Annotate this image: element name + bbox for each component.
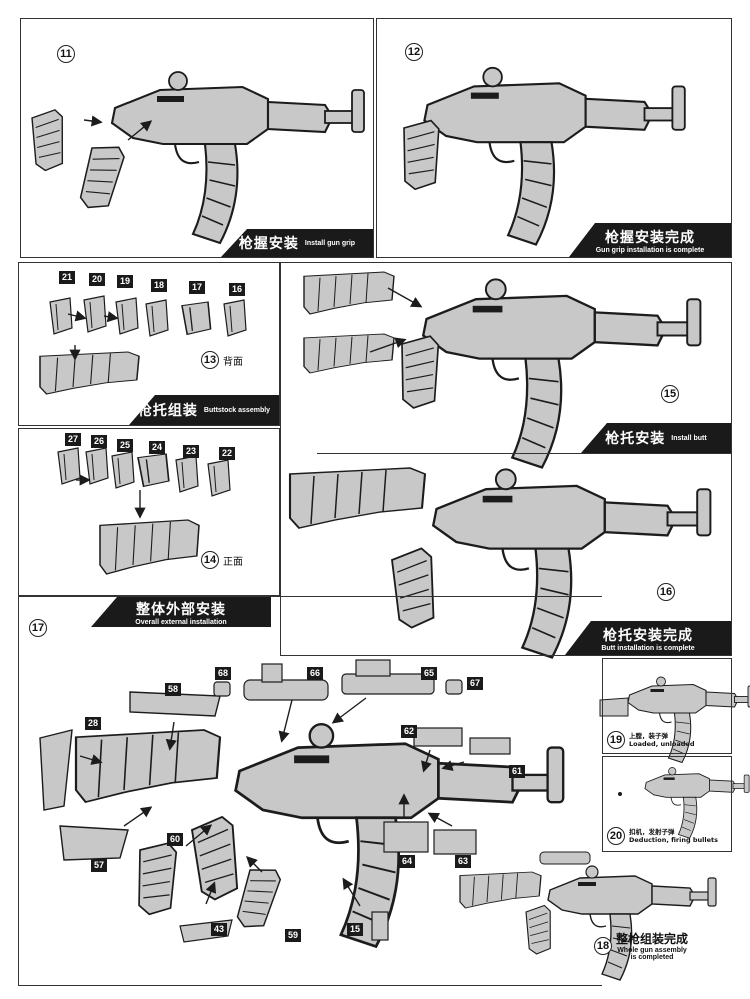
step-11-title-en: Install gun grip: [304, 239, 356, 247]
step-19-caption: 上膛，装子弹 Loaded, unloaded: [629, 732, 695, 749]
step-14-side: 正面: [223, 556, 243, 568]
step-11-title-zh: 枪握安装: [238, 236, 299, 252]
step-19-gun-art: [599, 676, 750, 764]
panel-step-14: 27 26 25 24 23 22 14 正面: [18, 428, 280, 596]
panel-step-15-16: 15 枪托安装 Install butt 16 枪托安装完成 Butt inst…: [280, 262, 732, 656]
part-label-57: 57: [91, 859, 108, 872]
step-number-20: 20: [607, 827, 625, 845]
step-number-13: 13: [201, 351, 219, 369]
step-12-banner: 枪握安装完成 Gun grip installation is complete: [569, 223, 731, 257]
step-12-title-en: Gun grip installation is complete: [595, 246, 705, 254]
part-label-17: 17: [189, 281, 206, 294]
panel-step-19: 19 上膛，装子弹 Loaded, unloaded: [602, 658, 732, 754]
step-19-title-en: Loaded, unloaded: [629, 739, 695, 748]
panel-step-20: 20 扣机，发射子弹 Deduction, firing bullets: [602, 756, 732, 852]
assembly-arrows: [67, 115, 465, 907]
part-label-63: 63: [455, 855, 472, 868]
step-18-caption: 18 整枪组装完成 Whole gun assembly is complete…: [594, 930, 688, 961]
part-label-25: 25: [117, 439, 134, 452]
step-14-label: 14 正面: [201, 551, 243, 569]
part-label-24: 24: [149, 441, 166, 454]
panel-step-17: 整体外部安装 Overall external installation 17 …: [18, 596, 602, 986]
part-label-66: 66: [307, 667, 324, 680]
part-label-67: 67: [467, 677, 484, 690]
step-11-banner: 枪握安装 Install gun grip: [221, 229, 373, 257]
step-number-18: 18: [594, 936, 612, 955]
part-label-43: 43: [211, 923, 228, 936]
step-18-title-en-1: Whole gun assembly: [617, 947, 687, 954]
part-label-62: 62: [401, 725, 418, 738]
step-13-title-en: Buttstock assembly: [203, 406, 271, 414]
part-label-60: 60: [167, 833, 184, 846]
part-label-21: 21: [59, 271, 76, 284]
panel-step-11: 11 枪握安装 Install gun grip: [20, 18, 374, 258]
step-18-text: 整枪组装完成 Whole gun assembly is completed: [616, 930, 688, 961]
part-label-68: 68: [215, 667, 232, 680]
step-13-title-zh: 枪托组装: [137, 403, 198, 419]
step-number-11: 11: [57, 45, 75, 63]
step-number-19: 19: [607, 731, 625, 749]
step-19-title-zh: 上膛，装子弹: [629, 732, 668, 740]
step-15-16-divider: [317, 453, 731, 454]
step-15-title-en: Install butt: [671, 434, 707, 442]
part-label-28: 28: [85, 717, 102, 730]
part-label-61: 61: [509, 765, 526, 778]
part-label-59: 59: [285, 929, 302, 942]
step-20-title-zh: 扣机，发射子弹: [629, 828, 675, 836]
step-18-gun-art: [459, 851, 717, 981]
step-17-title-zh: 整体外部安装: [136, 601, 226, 618]
part-label-20: 20: [89, 273, 106, 286]
step-18-title-zh: 整枪组装完成: [616, 932, 689, 946]
step-12-title-zh: 枪握安装完成: [605, 229, 695, 246]
step-20-title-en: Deduction, firing bullets: [629, 835, 719, 844]
step-number-15: 15: [661, 385, 679, 403]
step-16-title-zh: 枪托安装完成: [603, 627, 693, 644]
step-15-banner: 枪托安装 Install butt: [581, 423, 731, 453]
part-label-27: 27: [65, 433, 82, 446]
step-20-gun-art: [618, 767, 750, 839]
part-label-23: 23: [183, 445, 200, 458]
step-16-banner: 枪托安装完成 Butt installation is complete: [565, 621, 731, 655]
part-label-19: 19: [117, 275, 134, 288]
part-label-58: 58: [165, 683, 182, 696]
panel-step-13: 21 20 19 18 17 16 13 背面 枪托组装 Buttstock a…: [18, 262, 280, 426]
part-label-16: 16: [229, 283, 246, 296]
step-13-banner: 枪托组装 Buttstock assembly: [129, 395, 279, 425]
part-label-18: 18: [151, 279, 168, 292]
part-label-65: 65: [421, 667, 438, 680]
step-17-title-en: Overall external installation: [135, 618, 227, 626]
part-label-64: 64: [399, 855, 416, 868]
step-20-caption: 扣机，发射子弹 Deduction, firing bullets: [629, 828, 719, 845]
panel-step-12: 12 枪握安装完成 Gun grip installation is compl…: [376, 18, 732, 258]
step-17-gun-art: [39, 659, 565, 948]
step-number-12: 12: [405, 43, 423, 61]
step-13-side: 背面: [223, 356, 243, 368]
step-number-14: 14: [201, 551, 219, 569]
part-label-26: 26: [91, 435, 108, 448]
step-15-title-zh: 枪托安装: [605, 431, 666, 447]
part-label-15: 15: [347, 923, 364, 936]
step-16-title-en: Butt installation is complete: [601, 644, 695, 652]
step-number-17: 17: [29, 619, 47, 637]
step-18-title-en-2: is completed: [630, 954, 674, 961]
step-17-banner: 整体外部安装 Overall external installation: [91, 597, 271, 627]
step-13-label: 13 背面: [201, 351, 243, 369]
step-number-16: 16: [657, 583, 675, 601]
part-label-22: 22: [219, 447, 236, 460]
